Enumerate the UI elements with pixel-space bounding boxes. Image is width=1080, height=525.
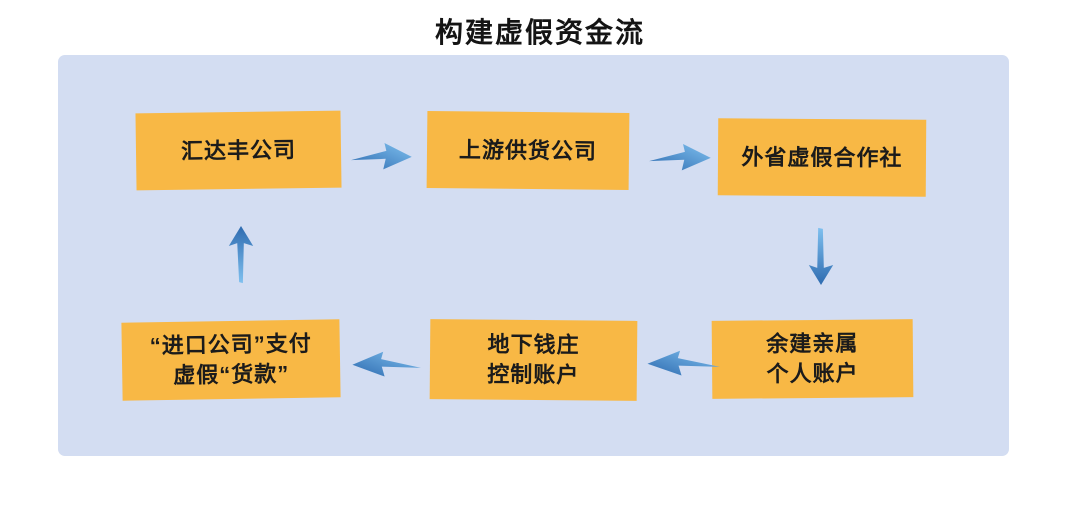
node-label-line1: 余建亲属	[766, 330, 859, 357]
arrow-n4-to-n1-icon	[226, 226, 256, 285]
node-underground-bank-accounts: 地下钱庄 控制账户	[429, 319, 638, 401]
node-hdf-company: 汇达丰公司	[135, 110, 342, 191]
node-label: 上游供货公司	[458, 136, 598, 164]
node-import-company-payment: “进口公司”支付 虚假“货款”	[121, 319, 341, 401]
node-label-line2: 控制账户	[487, 361, 580, 388]
node-label-line2: 个人账户	[766, 360, 859, 387]
node-label: 外省虚假合作社	[741, 143, 903, 171]
arrow-n2-to-n3-icon	[649, 140, 712, 173]
arrow-n5-to-n4-icon	[351, 348, 421, 379]
arrow-n6-to-n5-icon	[646, 347, 720, 378]
page-title: 构建虚假资金流	[434, 17, 645, 48]
node-relative-personal-accounts: 余建亲属 个人账户	[711, 319, 914, 399]
node-label-line1: 地下钱庄	[487, 331, 580, 358]
node-label-line2: 虚假“货款”	[173, 361, 290, 388]
node-label: 汇达丰公司	[180, 136, 297, 164]
node-upstream-supplier: 上游供货公司	[426, 110, 630, 191]
arrow-n3-to-n6-icon	[806, 226, 836, 285]
arrow-n1-to-n2-icon	[351, 139, 413, 172]
node-label-line1: “进口公司”支付	[149, 330, 312, 359]
node-fake-cooperative: 外省虚假合作社	[717, 118, 927, 197]
